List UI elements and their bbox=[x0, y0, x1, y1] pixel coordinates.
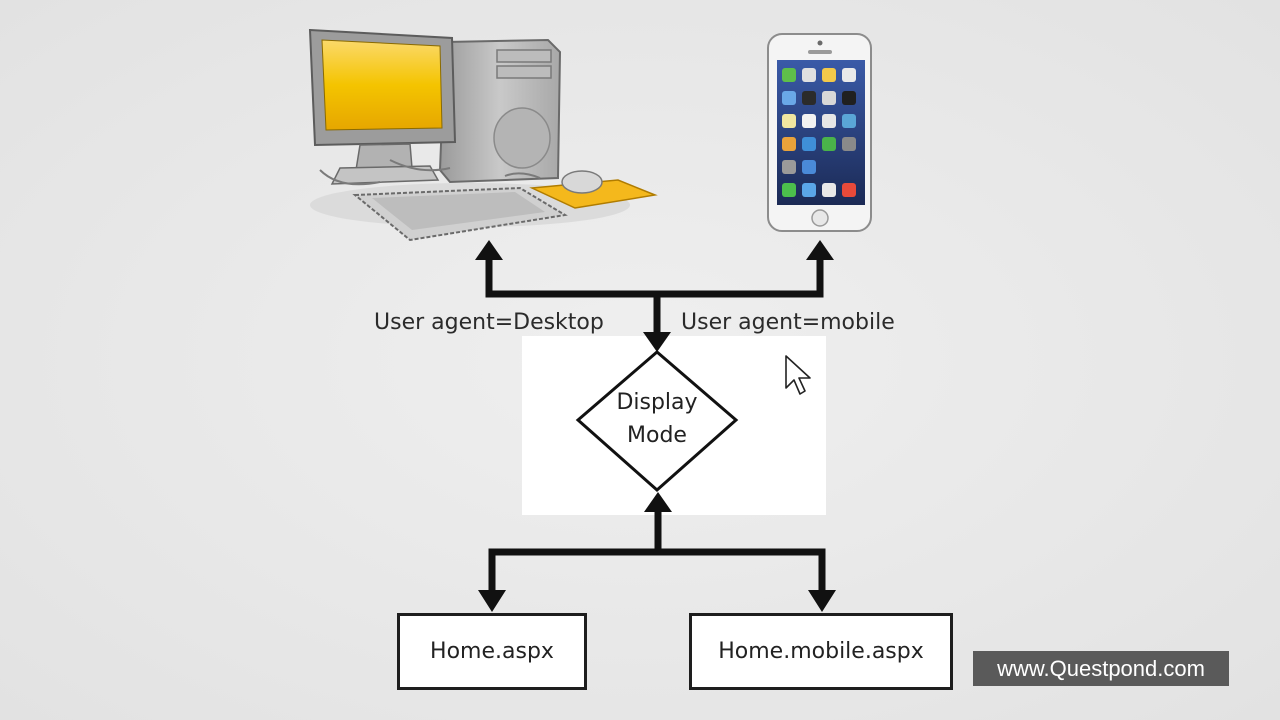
home-aspx-box: Home.aspx bbox=[397, 613, 587, 690]
display-mode-diamond bbox=[575, 350, 739, 493]
arrow-to-display-mode bbox=[643, 332, 671, 352]
smartphone-icon bbox=[767, 33, 872, 232]
top-connectors bbox=[485, 254, 824, 338]
display-mode-label: Display Mode bbox=[592, 386, 722, 452]
bottom-connectors bbox=[488, 506, 826, 596]
arrow-to-home-aspx bbox=[478, 590, 506, 612]
arrow-to-home-mobile-aspx bbox=[808, 590, 836, 612]
desktop-computer-icon bbox=[308, 28, 658, 242]
home-mobile-aspx-box: Home.mobile.aspx bbox=[689, 613, 953, 690]
mobile-user-agent-label: User agent=mobile bbox=[681, 310, 895, 335]
home-mobile-aspx-label: Home.mobile.aspx bbox=[718, 639, 924, 664]
display-mode-line2: Mode bbox=[627, 423, 687, 448]
desktop-user-agent-label: User agent=Desktop bbox=[374, 310, 604, 335]
arrow-to-desktop bbox=[475, 240, 503, 260]
arrow-up-to-display-mode bbox=[644, 492, 672, 512]
mouse-cursor-icon bbox=[785, 355, 811, 395]
home-aspx-label: Home.aspx bbox=[430, 639, 554, 664]
display-mode-line1: Display bbox=[616, 390, 698, 415]
arrow-to-phone bbox=[806, 240, 834, 260]
watermark: www.Questpond.com bbox=[973, 651, 1229, 686]
